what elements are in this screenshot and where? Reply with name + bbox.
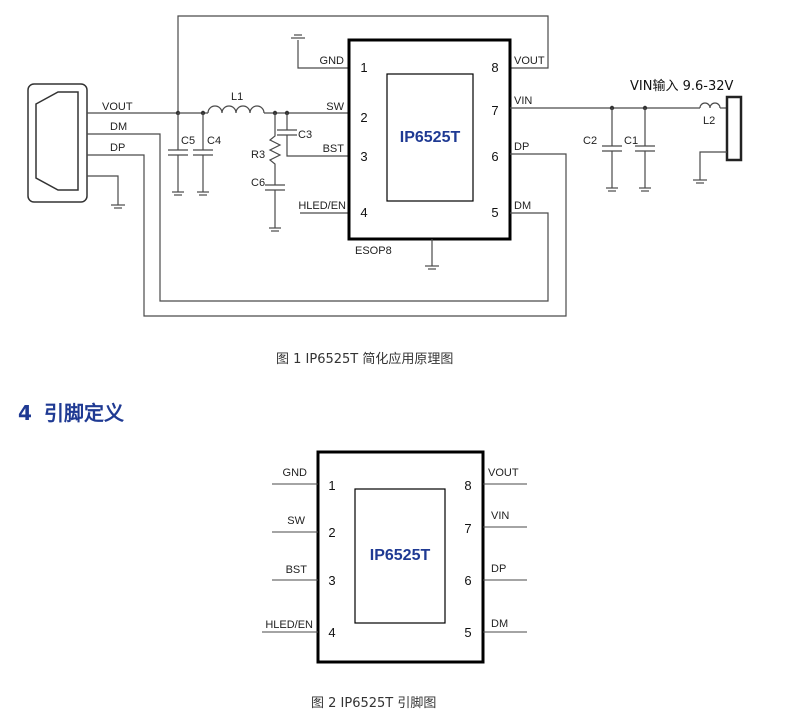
pin3-number: 3: [360, 149, 367, 164]
pin2-name: SW: [326, 101, 344, 113]
pinout-pin4-name: HLED/EN: [265, 619, 313, 631]
chip-name: IP6525T: [400, 129, 461, 146]
c5-label: C5: [181, 135, 195, 147]
package-label: ESOP8: [355, 245, 392, 257]
usb-dm-label: DM: [110, 121, 127, 133]
c2-label: C2: [583, 135, 597, 147]
c4-label: C4: [207, 135, 221, 147]
capacitor-c6: [265, 184, 285, 232]
pinout-pin8-number: 8: [464, 478, 471, 493]
l1-label: L1: [231, 91, 243, 103]
pin1-name: GND: [320, 55, 345, 67]
pin7-number: 7: [491, 103, 498, 118]
wire-gnd: [297, 40, 349, 69]
pinout-pin6-name: DP: [491, 563, 506, 575]
r3-label: R3: [251, 149, 265, 161]
figure-2-pinout: IP6525T GND SW BST HLED/EN 1 2 3 4 8 7 6…: [262, 450, 527, 711]
pinout-pin3-number: 3: [328, 573, 335, 588]
pinout-pin3-name: BST: [286, 564, 308, 576]
wire-vout-feedback: [177, 15, 549, 113]
pinout-pin1-name: GND: [283, 467, 308, 479]
usb-connector: [27, 83, 88, 203]
pinout-pin7-number: 7: [464, 521, 471, 536]
section-title: 引脚定义: [44, 401, 124, 425]
section-number: 4: [18, 401, 32, 425]
figure-1-application-schematic: VOUT DM DP L1 C5: [27, 15, 743, 367]
wire-dp-loop: [87, 153, 567, 317]
capacitor-c4: [193, 113, 213, 196]
pin4-number: 4: [360, 205, 367, 220]
chip-die: [386, 73, 474, 202]
inductor-l1: [207, 105, 265, 114]
pinout-pin5-name: DM: [491, 618, 508, 630]
pinout-pin5-number: 5: [464, 625, 471, 640]
inductor-l2: [699, 102, 721, 109]
c6-label: C6: [251, 177, 265, 189]
capacitor-c5: [168, 113, 188, 196]
c3-label: C3: [298, 129, 312, 141]
pinout-pin2-name: SW: [287, 515, 305, 527]
pin7-name: VIN: [514, 95, 532, 107]
l2-label: L2: [703, 115, 715, 127]
pinout-pin1-number: 1: [328, 478, 335, 493]
vin-input-label: VIN输入 9.6-32V: [630, 78, 733, 94]
capacitor-c2: [602, 108, 622, 192]
pinout-pin2-number: 2: [328, 525, 335, 540]
pin8-name: VOUT: [514, 55, 545, 67]
figure2-caption: 图 2 IP6525T 引脚图: [311, 695, 436, 711]
vin-input-connector: [725, 95, 743, 162]
pin5-number: 5: [491, 205, 498, 220]
usb-vout-label: VOUT: [102, 101, 133, 113]
pin6-name: DP: [514, 141, 529, 153]
wire-usb-gnd: [87, 175, 119, 205]
wire-dm-loop: [87, 133, 549, 302]
capacitor-c3: [277, 113, 349, 157]
pin2-number: 2: [360, 110, 367, 125]
pinout-pin7-name: VIN: [491, 510, 509, 522]
pinout-pin8-name: VOUT: [488, 467, 519, 479]
pinout-chip-name: IP6525T: [370, 547, 431, 564]
pinout-chip-die: [354, 488, 446, 624]
c1-label: C1: [624, 135, 638, 147]
wire-vin-gnd: [699, 151, 727, 180]
pinout-pin4-number: 4: [328, 625, 335, 640]
usb-dp-label: DP: [110, 142, 125, 154]
pin6-number: 6: [491, 149, 498, 164]
figure1-caption: 图 1 IP6525T 简化应用原理图: [276, 351, 453, 367]
pin3-name: BST: [323, 143, 345, 155]
pin4-name: HLED/EN: [298, 200, 346, 212]
pin8-number: 8: [491, 60, 498, 75]
resistor-r3: [268, 113, 282, 185]
pin1-number: 1: [360, 60, 367, 75]
pin5-name: DM: [514, 200, 531, 212]
capacitor-c1: [635, 108, 655, 192]
pinout-pin6-number: 6: [464, 573, 471, 588]
